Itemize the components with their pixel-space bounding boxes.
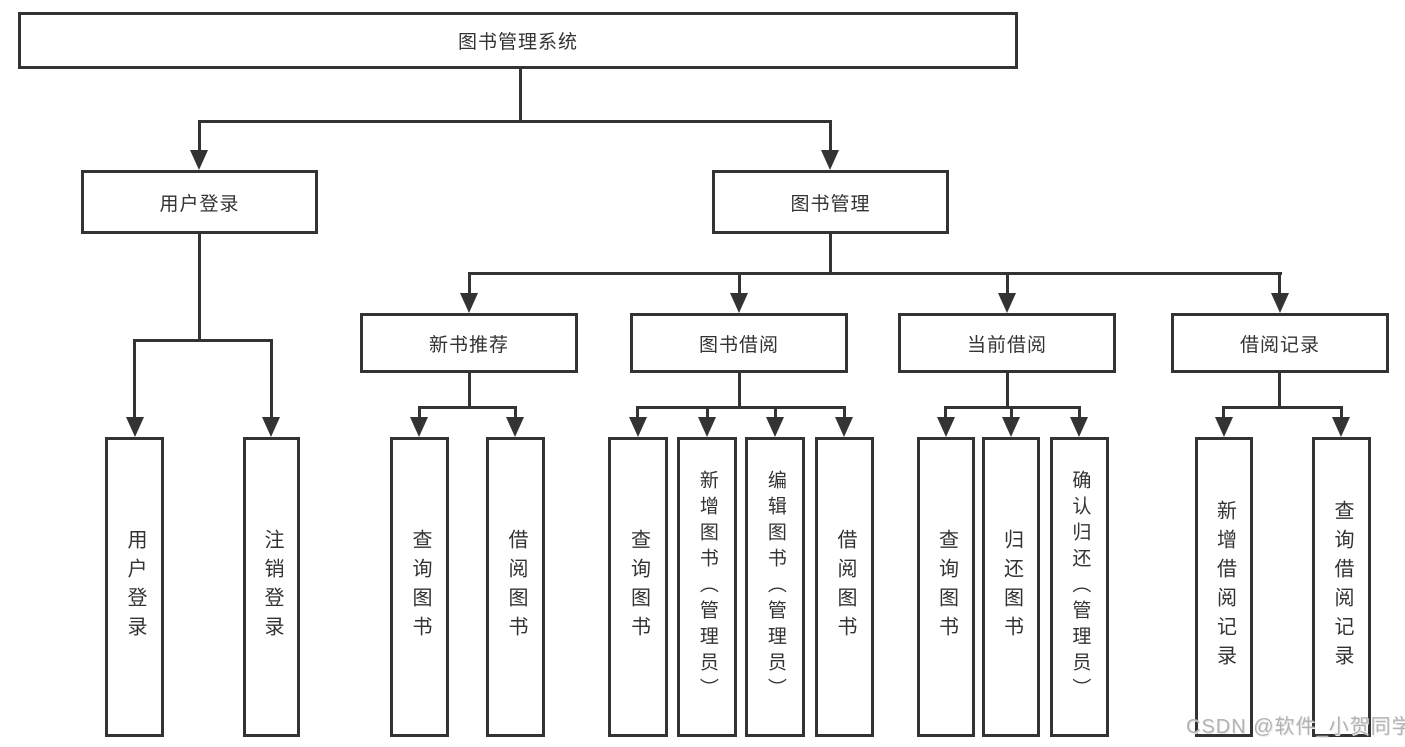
arrow-down-icon	[1332, 417, 1350, 437]
leaf-return-books-label: 归还图书	[1000, 529, 1023, 645]
connector-arrow-shaft	[514, 406, 517, 417]
leaf-borrow-books-1-label: 借阅图书	[505, 529, 527, 645]
leaf-logout: 注销登录	[243, 437, 300, 737]
leaf-user-login: 用户登录	[105, 437, 164, 737]
leaf-query-books-2-label: 查询图书	[627, 529, 650, 645]
connector-arrow-shaft	[133, 339, 136, 417]
leaf-query-books-3: 查询图书	[917, 437, 975, 737]
connector-arrow-shaft	[944, 406, 947, 417]
arrow-down-icon	[821, 150, 839, 170]
node-current-borrow-label: 当前借阅	[966, 334, 1047, 356]
node-book-borrow: 图书借阅	[630, 313, 848, 373]
leaf-confirm-return-admin: 确认归还（管理员）	[1050, 437, 1109, 737]
arrow-down-icon	[629, 417, 647, 437]
connector-arrow-shaft	[198, 120, 201, 152]
node-borrow-records: 借阅记录	[1171, 313, 1389, 373]
connector-arrow-shaft	[1340, 406, 1343, 417]
connector-arrow-shaft	[270, 339, 273, 417]
arrow-down-icon	[1070, 417, 1088, 437]
arrow-down-icon	[506, 417, 524, 437]
arrow-down-icon	[126, 417, 144, 437]
connector-rail	[418, 406, 517, 409]
leaf-edit-book-admin: 编辑图书（管理员）	[745, 437, 805, 737]
node-user-login-label: 用户登录	[159, 193, 240, 215]
node-user-login: 用户登录	[81, 170, 318, 234]
connector-arrow-shaft	[774, 406, 777, 417]
arrow-down-icon	[937, 417, 955, 437]
connector-arrow-shaft	[418, 406, 421, 417]
csdn-watermark: CSDN @软件_小贺同学	[1186, 716, 1405, 738]
connector-arrow-shaft	[468, 272, 471, 293]
leaf-add-borrow-record: 新增借阅记录	[1195, 437, 1253, 737]
connector-stub	[1278, 373, 1281, 406]
arrow-down-icon	[835, 417, 853, 437]
connector-arrow-shaft	[706, 406, 709, 417]
connector-rail	[636, 406, 846, 409]
leaf-query-books-1-label: 查询图书	[409, 529, 431, 645]
arrow-down-icon	[190, 150, 208, 170]
connector-arrow-shaft	[843, 406, 846, 417]
node-new-book-recommend: 新书推荐	[360, 313, 578, 373]
connector-rail	[198, 120, 832, 123]
node-book-management-label: 图书管理	[790, 193, 871, 215]
arrow-down-icon	[698, 417, 716, 437]
connector-arrow-shaft	[1278, 272, 1281, 293]
leaf-return-books: 归还图书	[982, 437, 1040, 737]
connector-rail	[1222, 406, 1343, 409]
arrow-down-icon	[1002, 417, 1020, 437]
leaf-query-borrow-record-label: 查询借阅记录	[1331, 500, 1353, 674]
leaf-add-book-admin: 新增图书（管理员）	[677, 437, 737, 737]
connector-arrow-shaft	[1010, 406, 1013, 417]
connector-stub	[519, 69, 522, 120]
node-book-management: 图书管理	[712, 170, 949, 234]
leaf-add-book-admin-label: 新增图书（管理员）	[696, 470, 718, 704]
node-root-label: 图书管理系统	[457, 32, 578, 53]
connector-rail	[468, 272, 1282, 275]
node-root-system: 图书管理系统	[18, 12, 1018, 69]
node-new-book-recommend-label: 新书推荐	[428, 334, 509, 356]
arrow-down-icon	[730, 293, 748, 313]
arrow-down-icon	[1271, 293, 1289, 313]
connector-stub	[738, 373, 741, 406]
node-book-borrow-label: 图书借阅	[698, 334, 779, 356]
leaf-edit-book-admin-label: 编辑图书（管理员）	[764, 470, 786, 704]
connector-arrow-shaft	[1222, 406, 1225, 417]
leaf-add-borrow-record-label: 新增借阅记录	[1213, 500, 1236, 674]
leaf-query-books-3-label: 查询图书	[935, 529, 958, 645]
connector-arrow-shaft	[829, 120, 832, 152]
connector-stub	[1006, 373, 1009, 406]
leaf-query-borrow-record: 查询借阅记录	[1312, 437, 1371, 737]
arrow-down-icon	[1215, 417, 1233, 437]
connector-stub	[468, 373, 471, 406]
connector-arrow-shaft	[636, 406, 639, 417]
leaf-borrow-books-1: 借阅图书	[486, 437, 545, 737]
leaf-borrow-books-2-label: 借阅图书	[834, 529, 856, 645]
leaf-query-books-1: 查询图书	[390, 437, 449, 737]
connector-stub	[829, 234, 832, 272]
leaf-query-books-2: 查询图书	[608, 437, 668, 737]
arrow-down-icon	[410, 417, 428, 437]
connector-arrow-shaft	[1006, 272, 1009, 293]
arrow-down-icon	[460, 293, 478, 313]
arrow-down-icon	[262, 417, 280, 437]
connector-arrow-shaft	[738, 272, 741, 293]
connector-rail	[133, 339, 273, 342]
connector-arrow-shaft	[1078, 406, 1081, 417]
arrow-down-icon	[998, 293, 1016, 313]
node-current-borrow: 当前借阅	[898, 313, 1116, 373]
leaf-confirm-return-admin-label: 确认归还（管理员）	[1069, 470, 1091, 704]
connector-stub	[198, 234, 201, 339]
leaf-borrow-books-2: 借阅图书	[815, 437, 874, 737]
arrow-down-icon	[766, 417, 784, 437]
leaf-logout-label: 注销登录	[261, 529, 283, 645]
node-borrow-records-label: 借阅记录	[1239, 334, 1320, 356]
leaf-user-login-label: 用户登录	[124, 529, 146, 645]
